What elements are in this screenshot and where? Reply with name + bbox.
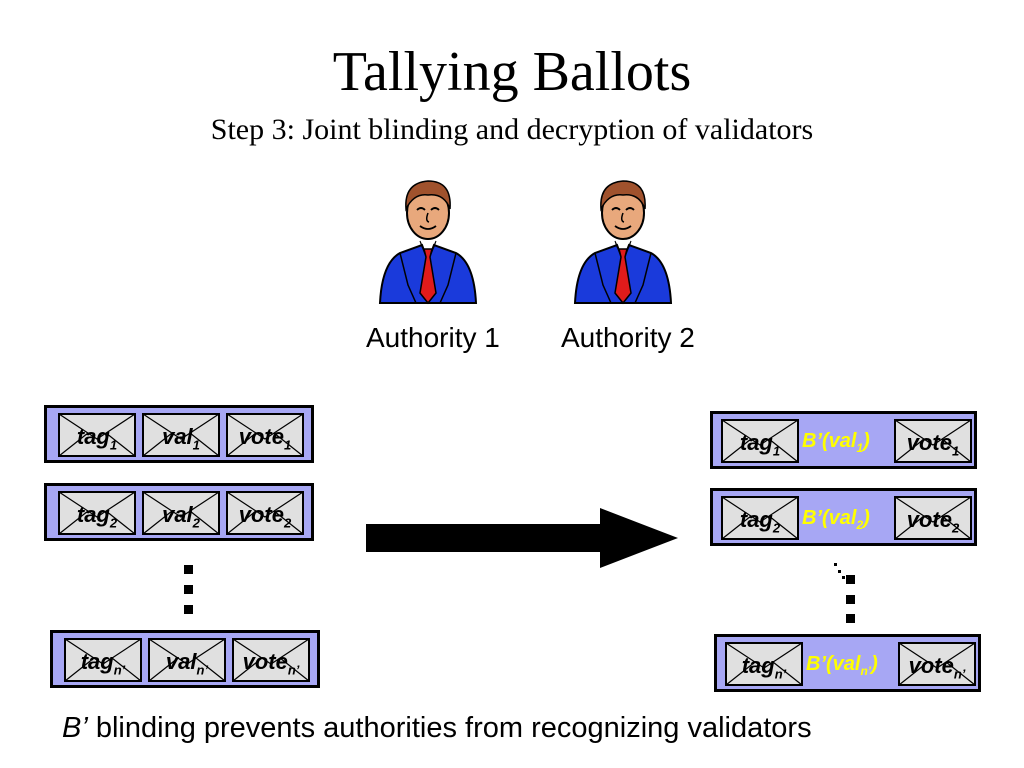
- tag-envelope-icon: tagn’: [725, 642, 803, 686]
- ballot-row: tagn’ valn’ voten’: [50, 630, 320, 688]
- tag-label: tagn’: [741, 653, 787, 682]
- val-label: valn’: [165, 649, 209, 678]
- ballot-row: tag2 val2 vote2: [44, 483, 314, 541]
- slide-subtitle: Step 3: Joint blinding and decryption of…: [210, 113, 814, 146]
- caption-text: blinding prevents authorities from recog…: [87, 712, 812, 744]
- vote-envelope-icon: voten’: [898, 642, 976, 686]
- tag-label: tag2: [76, 502, 118, 531]
- tag-envelope-icon: tagn’: [64, 638, 142, 682]
- ellipsis-dot: [184, 605, 193, 614]
- ellipsis-dot: [184, 565, 193, 574]
- caption: B’ blinding prevents authorities from re…: [62, 712, 812, 745]
- vote-envelope-icon: vote2: [226, 491, 304, 535]
- vote-envelope-icon: voten’: [232, 638, 310, 682]
- authority-2-person-icon: [573, 175, 673, 305]
- ellipsis-dot: [846, 614, 855, 623]
- ellipsis-dot: [846, 595, 855, 604]
- vote-label: voten’: [242, 649, 300, 678]
- tag-label: tag1: [76, 424, 118, 453]
- blinded-row: tagn’ B’(valn’) voten’: [714, 634, 981, 692]
- tag-label: tagn’: [80, 649, 126, 678]
- ballot-row: tag1 val1 vote1: [44, 405, 314, 463]
- vote-label: voten’: [908, 653, 966, 682]
- tag-envelope-icon: tag2: [58, 491, 136, 535]
- vote-label: vote2: [238, 502, 292, 531]
- ellipsis-dot-small: [834, 563, 837, 566]
- val-envelope-icon: valn’: [148, 638, 226, 682]
- tag-label: tag1: [739, 430, 781, 459]
- val-label: val2: [162, 502, 200, 531]
- vote-envelope-icon: vote2: [894, 496, 972, 540]
- ellipsis-dot-small: [838, 570, 841, 573]
- val-envelope-icon: val1: [142, 413, 220, 457]
- authority-2-label: Authority 2: [561, 322, 695, 353]
- tag-envelope-icon: tag2: [721, 496, 799, 540]
- val-label: val1: [162, 424, 200, 453]
- ellipsis-dot: [846, 575, 855, 584]
- arrow-right-icon: [366, 508, 678, 568]
- blinded-row: tag1 B’(val1) vote1: [710, 411, 977, 469]
- caption-italic: B’: [62, 712, 88, 744]
- ellipsis-dot: [184, 585, 193, 594]
- vote-label: vote1: [238, 424, 292, 453]
- vote-envelope-icon: vote1: [894, 419, 972, 463]
- authority-1-label: Authority 1: [366, 322, 500, 353]
- vote-label: vote1: [906, 430, 960, 459]
- ellipsis-dot-small: [842, 576, 845, 579]
- tag-label: tag2: [739, 507, 781, 536]
- authority-1-person-icon: [378, 175, 478, 305]
- tag-envelope-icon: tag1: [58, 413, 136, 457]
- blinded-row: tag2 B’(val2) vote2: [710, 488, 977, 546]
- vote-label: vote2: [906, 507, 960, 536]
- slide-title: Tallying Ballots: [332, 41, 692, 103]
- blinded-val-label: B’(valn’): [806, 653, 878, 678]
- blinded-val-label: B’(val1): [802, 430, 870, 455]
- val-envelope-icon: val2: [142, 491, 220, 535]
- tag-envelope-icon: tag1: [721, 419, 799, 463]
- vote-envelope-icon: vote1: [226, 413, 304, 457]
- blinded-val-label: B’(val2): [802, 507, 870, 532]
